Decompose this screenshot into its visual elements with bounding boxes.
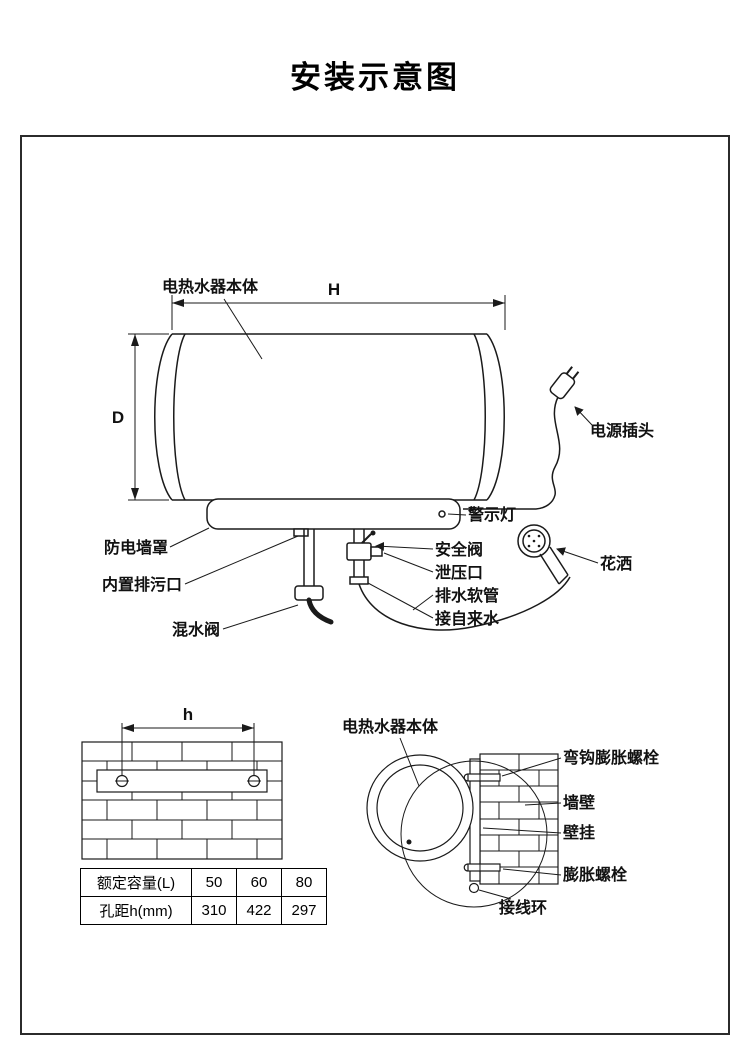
tank-right-seam xyxy=(473,333,486,501)
capacity-value: 50 xyxy=(191,868,237,897)
power-plug-label: 电源插头 xyxy=(590,421,654,440)
drain-outlet-stub xyxy=(293,528,309,537)
tank-end-inner xyxy=(376,764,464,852)
detail-circle xyxy=(400,760,548,908)
tap-water-leader xyxy=(367,582,434,619)
tank-end-dot xyxy=(406,839,412,845)
heater-body-leader xyxy=(223,298,263,360)
expansion-bolt-icon xyxy=(463,861,501,874)
dim-H-label: H xyxy=(328,280,340,299)
wall-cover-label: 防电墙罩 xyxy=(104,538,168,557)
drain-hose-leader xyxy=(412,594,434,611)
side-body-leader xyxy=(399,737,420,787)
page-title: 安装示意图 xyxy=(290,60,460,95)
hook-bolt-leader xyxy=(501,757,562,777)
capacity-value: 80 xyxy=(281,868,327,897)
mixing-valve-label: 混水阀 xyxy=(172,620,220,639)
hole-distance-value: 422 xyxy=(236,896,282,925)
side-wall-brick-pattern xyxy=(480,754,558,884)
mounting-hole-right xyxy=(247,774,261,788)
warning-light-leader xyxy=(447,513,467,516)
wall-cover-leader xyxy=(169,527,210,548)
mixing-valve-assembly xyxy=(294,529,334,625)
capacity-value: 60 xyxy=(236,868,282,897)
mixing-valve-handle xyxy=(306,597,334,625)
tank-left-cap xyxy=(154,333,173,501)
safety-valve-leader xyxy=(375,541,434,551)
wiring-ring-icon xyxy=(468,882,480,894)
mounting-bar xyxy=(96,769,268,793)
drain-outlet-label: 内置排污口 xyxy=(102,575,182,594)
tank-left-seam xyxy=(173,333,186,501)
dim-h-label: h xyxy=(183,705,193,724)
hook-expansion-bolt-icon xyxy=(463,771,501,784)
mixing-valve-leader xyxy=(222,604,299,630)
main-diagram: H D 电热水器本体 电源插头 xyxy=(102,277,654,639)
dimension-H xyxy=(171,295,506,330)
tank-right-cap xyxy=(486,333,505,501)
dimension-D xyxy=(128,333,169,501)
wall-cover-plate xyxy=(206,498,461,530)
tap-water-label: 接自来水 xyxy=(435,609,500,628)
expansion-bolt-label: 膨胀螺栓 xyxy=(563,865,628,884)
wall-label: 墙壁 xyxy=(563,793,595,812)
drain-hose-curve xyxy=(358,576,571,631)
tank-end-outer xyxy=(366,754,474,862)
expansion-bolt-leader xyxy=(502,868,562,876)
bracket-label: 壁挂 xyxy=(563,823,595,842)
installation-diagram: H D 电热水器本体 电源插头 xyxy=(81,277,660,917)
hole-distance-row-label: 孔距h(mm) xyxy=(80,896,192,925)
heater-body-label: 电热水器本体 xyxy=(162,277,259,296)
mount-wall-brick-pattern xyxy=(82,742,282,859)
side-view-diagram: 电热水器本体 弯钩膨胀螺栓 墙壁 壁挂 膨胀螺栓 接线环 xyxy=(342,717,660,917)
shower-head-icon xyxy=(517,524,569,585)
warning-light-label: 警示灯 xyxy=(467,505,516,524)
power-cord xyxy=(463,396,561,510)
hook-bolt-label: 弯钩膨胀螺栓 xyxy=(563,748,660,767)
safety-valve-assembly xyxy=(346,529,383,585)
power-plug-leader xyxy=(574,406,593,426)
dimension-h xyxy=(121,723,255,775)
dim-D-label: D xyxy=(112,408,124,427)
mounting-hole-left xyxy=(115,774,129,788)
drain-hose-label: 排水软管 xyxy=(435,586,499,605)
drain-outlet-leader xyxy=(184,535,299,585)
shower-leader xyxy=(556,547,599,564)
pressure-relief-label: 泄压口 xyxy=(435,563,483,582)
capacity-row-label: 额定容量(L) xyxy=(80,868,192,897)
wiring-ring-label: 接线环 xyxy=(499,898,547,917)
bracket-leader xyxy=(482,827,562,834)
warning-light-dot xyxy=(438,510,446,518)
safety-valve-label: 安全阀 xyxy=(435,540,483,559)
diagram-border-box: H D 电热水器本体 电源插头 xyxy=(20,135,730,1035)
pressure-relief-leader xyxy=(383,552,434,573)
power-plug-icon xyxy=(549,366,580,400)
hole-distance-value: 310 xyxy=(191,896,237,925)
hole-distance-value: 297 xyxy=(281,896,327,925)
wiring-ring-leader xyxy=(478,889,512,900)
table-row: 孔距h(mm) 310 422 297 xyxy=(80,896,327,925)
side-body-label: 电热水器本体 xyxy=(342,717,439,736)
spec-table: 额定容量(L) 50 60 80 孔距h(mm) 310 422 297 xyxy=(80,868,327,925)
wall-mount-diagram: h xyxy=(81,705,283,860)
shower-label: 花洒 xyxy=(600,554,632,573)
table-row: 额定容量(L) 50 60 80 xyxy=(80,868,327,897)
tank-body xyxy=(154,333,505,501)
wall-leader xyxy=(524,802,562,806)
